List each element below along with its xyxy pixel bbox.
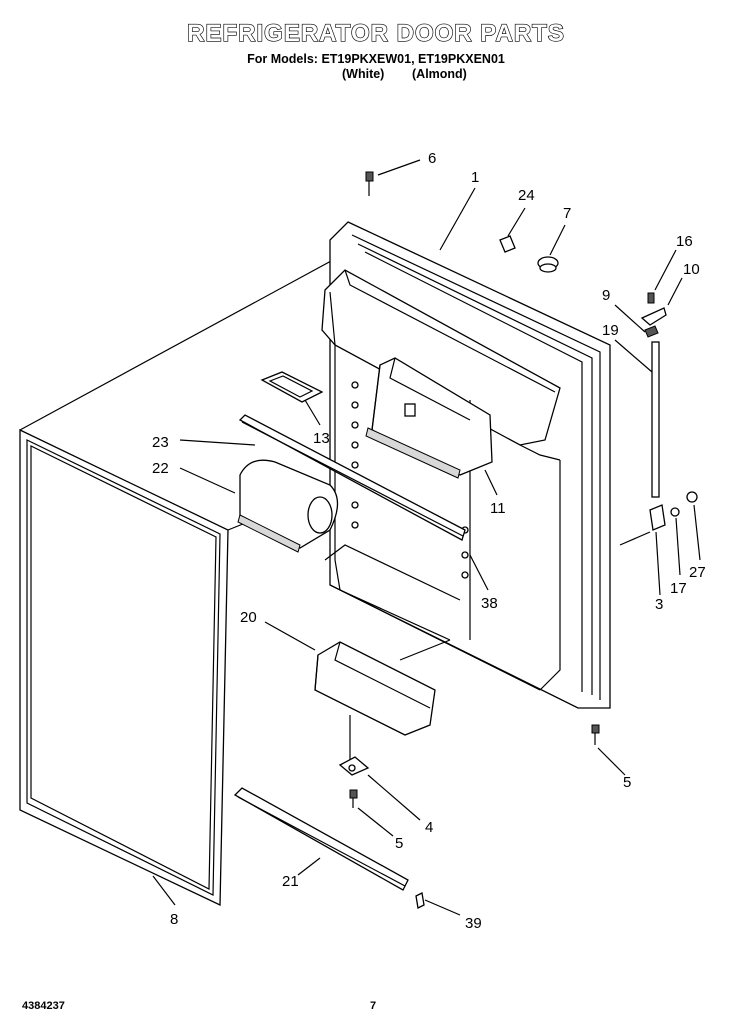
variant-white: (White) xyxy=(342,67,385,81)
callout-9: 9 xyxy=(602,287,610,304)
callout-3: 3 xyxy=(655,596,663,613)
page-number: 7 xyxy=(370,1000,377,1012)
callout-5-right: 5 xyxy=(623,774,631,791)
callout-21: 21 xyxy=(282,873,299,890)
screw-bottom-right xyxy=(591,724,600,745)
callout-27: 27 xyxy=(689,564,706,581)
callout-13: 13 xyxy=(313,430,330,447)
callout-numbers: 6 1 24 7 16 10 9 19 13 23 22 11 38 3 17 … xyxy=(152,150,706,932)
callout-5-lower: 5 xyxy=(395,835,403,852)
cap-24 xyxy=(499,235,516,253)
callout-22: 22 xyxy=(152,460,169,477)
callout-39: 39 xyxy=(465,915,482,932)
screw-lower xyxy=(349,789,358,808)
hinge-assembly xyxy=(640,292,698,531)
page-title: REFRIGERATOR DOOR PARTS xyxy=(187,19,565,47)
callout-38: 38 xyxy=(481,595,498,612)
leader-lines xyxy=(152,159,701,916)
callout-24: 24 xyxy=(518,187,535,204)
doc-number: 4384237 xyxy=(22,1000,65,1012)
guide-line xyxy=(399,639,451,661)
clip-39 xyxy=(415,892,425,909)
upper-door-bin xyxy=(365,357,493,479)
guide-line xyxy=(19,247,356,431)
bottom-trim xyxy=(233,787,409,891)
callout-10: 10 xyxy=(683,261,700,278)
callout-7: 7 xyxy=(563,205,571,222)
callout-16: 16 xyxy=(676,233,693,250)
screw-top xyxy=(365,171,374,196)
lower-hinge xyxy=(338,756,370,776)
trim-strip xyxy=(238,414,466,541)
plug-7 xyxy=(537,256,559,273)
models-line: For Models: ET19PKXEW01, ET19PKXEN01 xyxy=(247,52,505,66)
callout-1: 1 xyxy=(471,169,479,186)
callout-20: 20 xyxy=(240,609,257,626)
callout-19: 19 xyxy=(602,322,619,339)
small-gasket xyxy=(260,371,324,403)
dairy-door xyxy=(237,459,339,553)
callout-11: 11 xyxy=(490,500,506,517)
door-gasket xyxy=(19,428,229,907)
callout-4: 4 xyxy=(425,819,433,836)
guide-line xyxy=(619,531,651,546)
lower-door-bin xyxy=(314,641,436,736)
callout-17: 17 xyxy=(670,580,687,597)
variant-almond: (Almond) xyxy=(412,67,467,81)
callout-8: 8 xyxy=(170,911,178,928)
callout-6: 6 xyxy=(428,150,436,167)
callout-23: 23 xyxy=(152,434,169,451)
